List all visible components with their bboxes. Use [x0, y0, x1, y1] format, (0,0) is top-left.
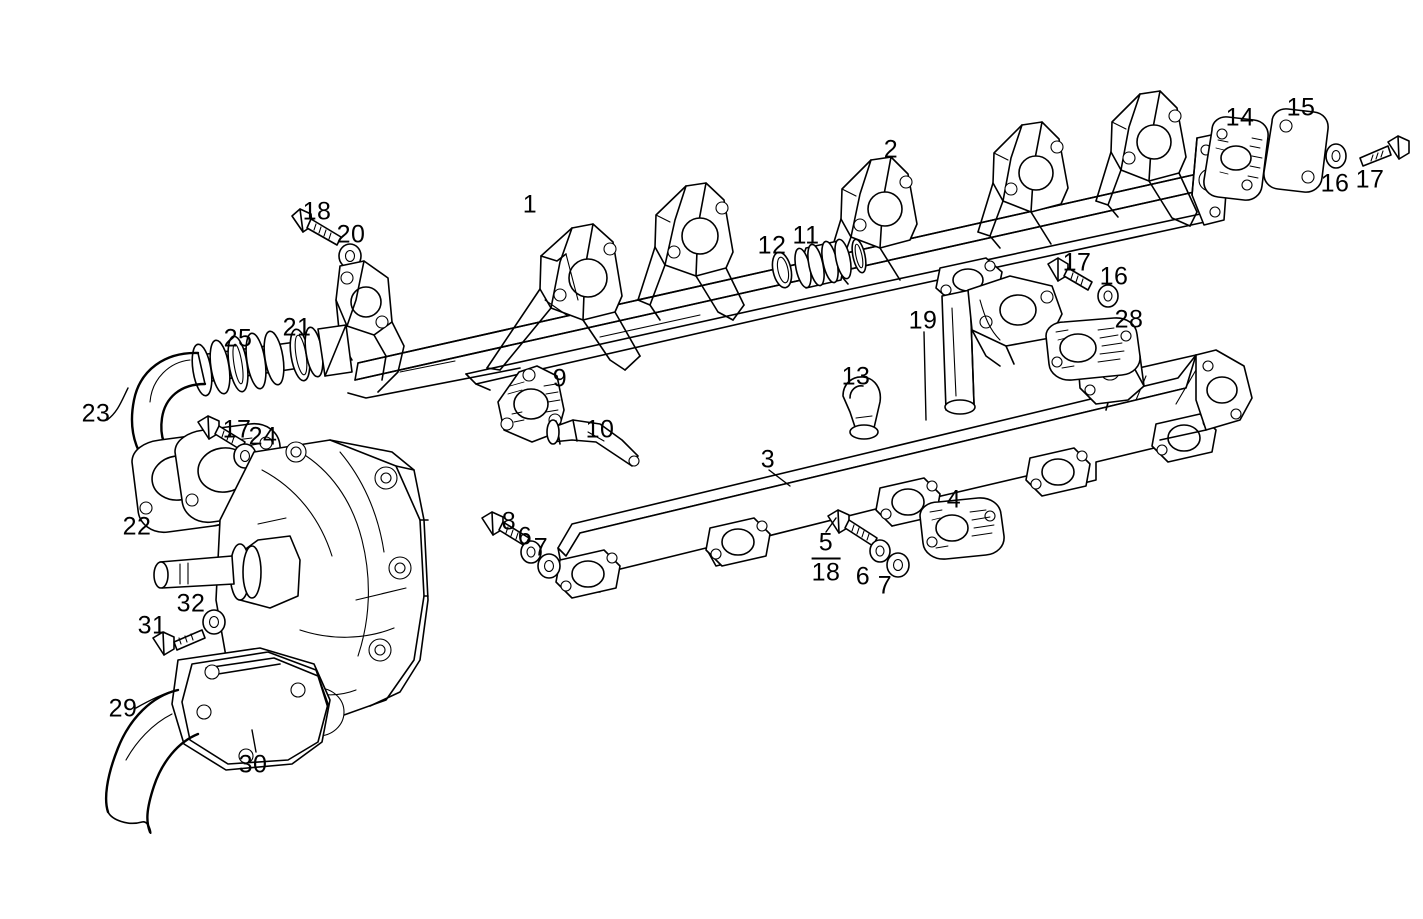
- callout-19: 19: [908, 306, 938, 335]
- callout-16: 16: [1099, 262, 1129, 291]
- riser-pipe-19: [935, 257, 1063, 415]
- gasket-4: [919, 497, 1005, 560]
- manifold-bracket-3: [825, 156, 918, 285]
- exhaust-port-4: [1025, 447, 1091, 497]
- callout-17: 17: [222, 415, 252, 444]
- manifold-bracket-1: [486, 223, 641, 371]
- callout-1: 1: [522, 190, 538, 219]
- washer-16-right: [1325, 143, 1347, 169]
- bolt-31: [152, 629, 206, 656]
- bolt-18: [291, 208, 342, 246]
- callout-31: 31: [137, 611, 167, 640]
- fraction-numerator: 5: [811, 530, 841, 559]
- bolt-17-right: [1359, 135, 1410, 167]
- callout-7: 7: [877, 571, 893, 600]
- callout-18: 18: [302, 197, 332, 226]
- washer-7-right: [886, 552, 910, 578]
- callout-6: 6: [855, 562, 871, 591]
- plug-cap-13: [842, 376, 882, 440]
- callout-14: 14: [1225, 103, 1255, 132]
- bellows-25: [191, 330, 301, 397]
- callout-7: 7: [533, 533, 549, 562]
- connecting-pipe-10: [546, 419, 640, 467]
- bolt-8: [481, 511, 530, 547]
- callout-3: 3: [760, 445, 776, 474]
- callout-13: 13: [841, 362, 871, 391]
- callout-29: 29: [108, 694, 138, 723]
- exhaust-port-1: [555, 549, 621, 599]
- bellows-sleeve-11: [794, 238, 867, 289]
- callout-8: 8: [501, 507, 517, 536]
- callout-30: 30: [238, 750, 268, 779]
- leader-lines: [106, 331, 927, 753]
- washer-16-center: [1097, 284, 1119, 308]
- exhaust-manifold-3: [555, 349, 1253, 599]
- callout-11: 11: [792, 221, 820, 250]
- exhaust-port-5: [1151, 413, 1217, 463]
- callout-15: 15: [1286, 93, 1316, 122]
- fraction-denominator: 18: [811, 558, 841, 586]
- manifold-bracket-2: [637, 182, 745, 321]
- bolt-17-center: [1047, 257, 1093, 291]
- bolt-17-left: [197, 415, 246, 451]
- manifold-bracket-5: [1095, 90, 1198, 227]
- hose-29: [104, 688, 200, 835]
- callout-20: 20: [336, 220, 366, 249]
- gasket-14: [1203, 116, 1269, 201]
- housing-cover-30: [171, 647, 331, 771]
- callout-2: 2: [883, 135, 899, 164]
- manifold-bracket-4: [977, 121, 1069, 249]
- callout-6: 6: [517, 522, 533, 551]
- seal-ring-12: [771, 251, 793, 289]
- callout-17: 17: [1062, 248, 1092, 277]
- callout-24: 24: [248, 422, 278, 451]
- callout-22: 22: [122, 512, 152, 541]
- washer-7-left: [537, 553, 561, 579]
- gasket-28: [1045, 317, 1141, 381]
- callout-9: 9: [552, 364, 568, 393]
- gasket-9: [497, 365, 565, 443]
- seal-ring-21: [289, 326, 324, 382]
- washer-32: [202, 609, 226, 635]
- callout-10: 10: [585, 415, 615, 444]
- cover-plate-15: [1263, 108, 1329, 193]
- callout-28: 28: [1114, 305, 1144, 334]
- washer-6-right: [869, 539, 891, 563]
- callout-25: 25: [223, 324, 253, 353]
- callout-17: 17: [1355, 165, 1385, 194]
- callout-23: 23: [81, 399, 111, 428]
- callout-21: 21: [282, 313, 312, 342]
- callout-12: 12: [757, 231, 787, 260]
- callout-16: 16: [1320, 169, 1350, 198]
- exhaust-port-2: [705, 517, 771, 567]
- callout-32: 32: [176, 589, 206, 618]
- washer-6-left: [520, 540, 542, 564]
- callout-4: 4: [946, 485, 962, 514]
- bolt-5-18: [827, 509, 878, 547]
